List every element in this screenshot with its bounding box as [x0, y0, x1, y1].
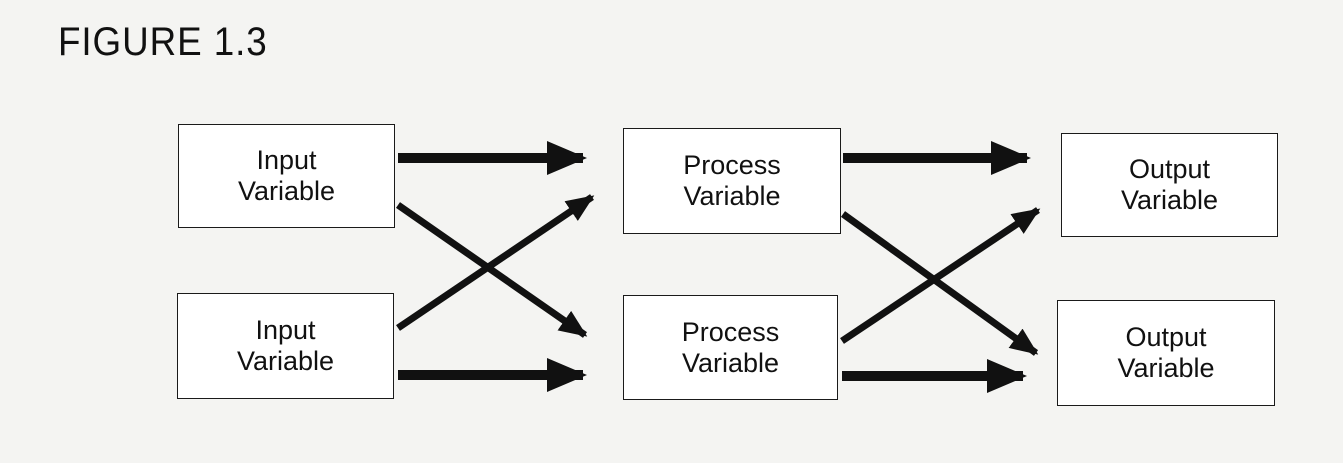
- node-label-line2: Variable: [236, 346, 335, 376]
- node-label-line1: Output: [1128, 154, 1211, 184]
- node-label-line2: Variable: [237, 176, 336, 206]
- arrow-process2-to-output1: [840, 207, 1041, 344]
- arrow-process1-to-output2: [840, 211, 1039, 356]
- node-label-line2: Variable: [683, 181, 781, 211]
- figure-title: FIGURE 1.3: [58, 20, 268, 64]
- node-label-line2: Variable: [1117, 353, 1215, 383]
- input-variable-node-1: Input Variable: [178, 124, 395, 228]
- node-label-line1: Input: [255, 315, 316, 345]
- node-label-line1: Process: [681, 316, 780, 347]
- process-variable-node-2: Process Variable: [623, 295, 838, 400]
- process-variable-node-1: Process Variable: [623, 128, 841, 234]
- node-label-line2: Variable: [681, 347, 780, 378]
- node-label-line1: Output: [1125, 322, 1207, 352]
- node-label-line1: Input: [256, 145, 317, 175]
- output-variable-node-1: Output Variable: [1061, 133, 1278, 237]
- input-variable-node-2: Input Variable: [177, 293, 394, 399]
- arrow-input1-to-process2: [396, 202, 588, 338]
- node-label-line2: Variable: [1120, 185, 1219, 215]
- node-label-line1: Process: [683, 150, 781, 180]
- output-variable-node-2: Output Variable: [1057, 300, 1275, 406]
- arrow-input2-to-process1: [396, 194, 595, 331]
